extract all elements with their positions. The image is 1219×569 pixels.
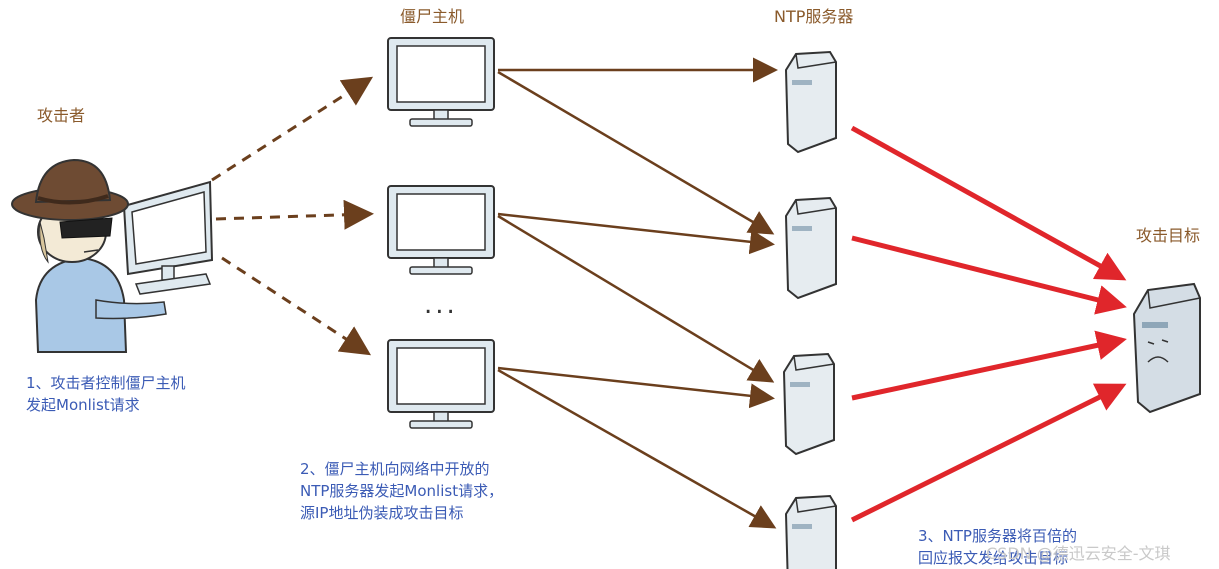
attacker-computer bbox=[122, 180, 214, 295]
step-3-text: 3、NTP服务器将百倍的 回应报文发给攻击目标 bbox=[918, 527, 1077, 567]
target-label: 攻击目标 bbox=[1136, 226, 1201, 245]
command-arrows bbox=[211, 76, 374, 356]
zombie-monitor-2 bbox=[387, 185, 495, 275]
step-1-text: 1、攻击者控制僵尸主机 发起Monlist请求 bbox=[26, 374, 186, 414]
ntp-server-4 bbox=[784, 494, 837, 569]
response-arrows bbox=[850, 125, 1127, 523]
zombie-monitor-3 bbox=[387, 339, 495, 429]
request-arrow-2 bbox=[497, 70, 775, 235]
request-arrow-5 bbox=[497, 366, 775, 409]
command-arrow-3 bbox=[221, 256, 372, 356]
command-arrow-1 bbox=[211, 76, 374, 182]
response-arrow-2 bbox=[851, 235, 1127, 315]
attacker-label: 攻击者 bbox=[37, 106, 86, 125]
ntp-server-3 bbox=[782, 352, 835, 456]
target-server bbox=[1132, 282, 1201, 414]
ntp-servers-label: NTP服务器 bbox=[774, 7, 854, 26]
request-arrows bbox=[497, 57, 778, 529]
response-arrow-4 bbox=[850, 383, 1127, 523]
ntp-server-2 bbox=[784, 196, 837, 300]
request-arrow-6 bbox=[497, 368, 777, 529]
response-arrow-3 bbox=[851, 330, 1127, 401]
zombie-monitor-1 bbox=[387, 37, 495, 127]
response-arrow-1 bbox=[850, 125, 1127, 281]
command-arrow-2 bbox=[215, 199, 374, 230]
csdn-watermark: CSDN @德迅云安全-文琪 bbox=[986, 544, 1171, 563]
attacker-figure bbox=[11, 158, 167, 353]
request-arrow-3 bbox=[497, 212, 775, 255]
request-arrow-4 bbox=[497, 214, 775, 383]
ntp-server-1 bbox=[784, 50, 837, 154]
ellipsis: ... bbox=[424, 290, 458, 320]
zombie-hosts-label: 僵尸主机 bbox=[400, 7, 465, 26]
step-2-text: 2、僵尸主机向网络中开放的 NTP服务器发起Monlist请求， 源IP地址伪装… bbox=[300, 460, 504, 522]
